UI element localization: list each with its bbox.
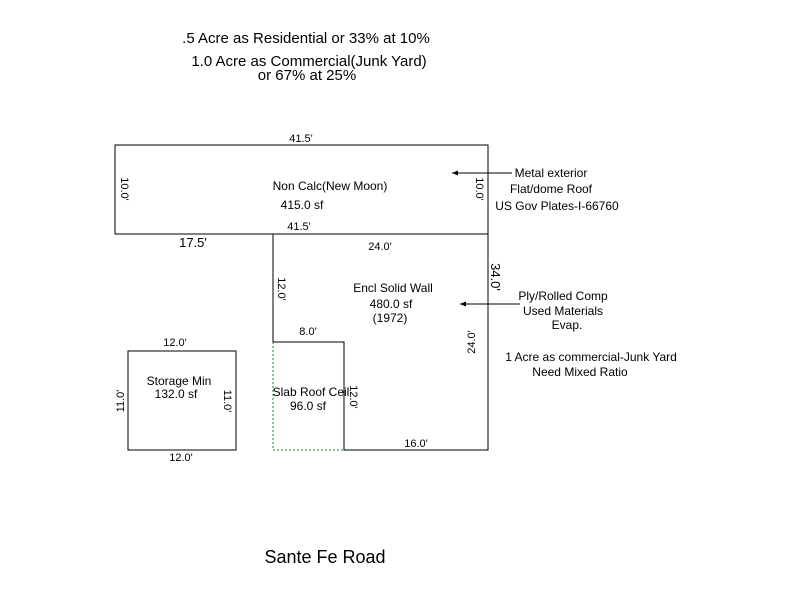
main-dim-top: 24.0' (368, 241, 392, 253)
storage-area-outline (127, 350, 237, 451)
top-dim-right: 10.0' (473, 177, 485, 201)
slab-label: Slab Roof Ceil (273, 385, 350, 399)
non-calc-label: Non Calc(New Moon) (273, 179, 388, 193)
ply-leader-arrow-icon (460, 301, 466, 307)
storage-dim-right: 11.0' (221, 390, 233, 413)
slab-area: 96.0 sf (290, 399, 327, 413)
note-metal-1: Metal exterior (515, 166, 588, 180)
note-commercial-1: 1 Acre as commercial-Junk Yard (505, 350, 677, 364)
note-ply-1: Ply/Rolled Comp (518, 289, 608, 303)
storage-dim-bottom: 12.0' (169, 452, 193, 464)
note-metal-3: US Gov Plates-I-66760 (495, 199, 619, 213)
note-commercial-2: Need Mixed Ratio (532, 365, 628, 379)
metal-leader-arrow-icon (452, 170, 458, 176)
slab-dim-top: 8.0' (299, 326, 316, 338)
top-dim-left: 10.0' (118, 177, 130, 201)
slab-dim-right: 12.0' (347, 385, 359, 409)
offset-dim: 17.5' (179, 235, 207, 250)
note-metal-2: Flat/dome Roof (510, 182, 593, 196)
note-ply-3: Evap. (552, 318, 583, 332)
main-dim-bottom: 16.0' (404, 438, 428, 450)
header-line-1: .5 Acre as Residential or 33% at 10% (182, 30, 430, 47)
main-dim-right-outer: 34.0' (488, 263, 503, 291)
non-calc-area-outline (114, 144, 489, 235)
non-calc-area: 415.0 sf (281, 198, 324, 212)
note-ply-2: Used Materials (523, 304, 603, 318)
encl-year: (1972) (373, 311, 408, 325)
storage-dim-top: 12.0' (163, 337, 187, 349)
encl-solid-wall-outline (272, 234, 489, 451)
storage-label: Storage Min (147, 374, 212, 388)
main-dim-left: 12.0' (275, 277, 287, 301)
header-line-3: or 67% at 25% (258, 67, 356, 84)
top-dim-bottom: 41.5' (287, 221, 311, 233)
encl-area: 480.0 sf (370, 297, 413, 311)
road-label: Sante Fe Road (264, 547, 385, 567)
storage-dim-left: 11.0' (115, 390, 127, 413)
encl-label: Encl Solid Wall (353, 281, 433, 295)
top-dim-top: 41.5' (289, 133, 313, 145)
main-dim-right-inner: 24.0' (466, 330, 478, 354)
header-line-2: 1.0 Acre as Commercial(Junk Yard) (191, 53, 426, 70)
storage-area: 132.0 sf (155, 387, 198, 401)
